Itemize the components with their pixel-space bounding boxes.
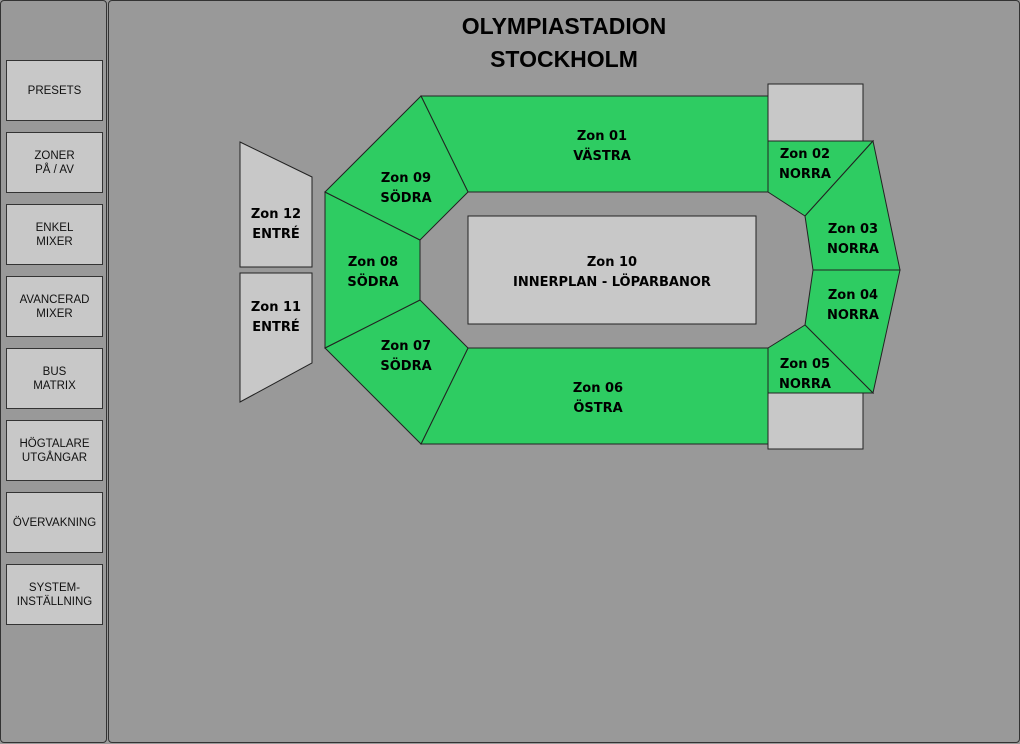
zone-name: Zon 09 [381, 171, 431, 186]
nav-button-3[interactable]: AVANCERAD MIXER [6, 276, 103, 337]
zone-area: NORRA [779, 167, 831, 182]
zone-name: Zon 02 [780, 147, 830, 162]
zone-shape[interactable] [467, 215, 757, 325]
zone-name: Zon 08 [348, 255, 398, 270]
nav-button-6[interactable]: ÖVERVAKNING [6, 492, 103, 553]
zone-name: Zon 12 [251, 207, 301, 222]
zone-02[interactable]: Zon 02 NORRA [767, 140, 875, 217]
zone-06[interactable]: Zon 06 ÖSTRA [420, 347, 769, 445]
zone-name: Zon 05 [780, 357, 830, 372]
zone-04[interactable]: Zon 04 NORRA [804, 269, 901, 394]
zone-03[interactable]: Zon 03 NORRA [804, 139, 901, 271]
nav-button-2[interactable]: ENKEL MIXER [6, 204, 103, 265]
decor-box-bottom [767, 392, 864, 450]
zone-shape[interactable] [420, 95, 769, 193]
zone-11[interactable]: Zon 11 ENTRÉ [239, 272, 313, 403]
zone-name: Zon 04 [828, 288, 878, 303]
zone-area: SÖDRA [347, 274, 398, 290]
zone-shape[interactable] [324, 95, 469, 241]
zone-area: NORRA [827, 242, 879, 257]
zone-shape[interactable] [420, 347, 769, 445]
zone-01[interactable]: Zon 01 VÄSTRA [420, 95, 769, 193]
zone-name: Zon 11 [251, 300, 301, 315]
title-line1: OLYMPIASTADION [461, 13, 667, 39]
zone-12[interactable]: Zon 12 ENTRÉ [239, 141, 313, 268]
zone-area: ENTRÉ [252, 319, 300, 335]
zone-05[interactable]: Zon 05 NORRA [767, 324, 875, 394]
nav-button-7[interactable]: SYSTEM- INSTÄLLNING [6, 564, 103, 625]
zone-09[interactable]: Zon 09 SÖDRA [324, 95, 469, 241]
zone-area: INNERPLAN - LÖPARBANOR [513, 274, 711, 290]
zone-area: ENTRÉ [252, 226, 300, 242]
nav-button-4[interactable]: BUS MATRIX [6, 348, 103, 409]
zone-area: VÄSTRA [573, 148, 631, 164]
zone-shape[interactable] [239, 272, 313, 403]
zone-area: NORRA [779, 377, 831, 392]
zone-area: ÖSTRA [573, 400, 622, 416]
zone-name: Zon 07 [381, 339, 431, 354]
zone-area: SÖDRA [380, 190, 431, 206]
zone-shape[interactable] [239, 141, 313, 268]
zone-name: Zon 03 [828, 222, 878, 237]
nav-button-5[interactable]: HÖGTALARE UTGÅNGAR [6, 420, 103, 481]
nav-button-1[interactable]: ZONER PÅ / AV [6, 132, 103, 193]
zone-area: SÖDRA [380, 358, 431, 374]
nav-button-0[interactable]: PRESETS [6, 60, 103, 121]
decor-box-top [767, 83, 864, 142]
zone-10[interactable]: Zon 10 INNERPLAN - LÖPARBANOR [467, 215, 757, 325]
zone-name: Zon 10 [587, 255, 637, 270]
zone-name: Zon 01 [577, 129, 627, 144]
zone-name: Zon 06 [573, 381, 623, 396]
title-line2: STOCKHOLM [490, 46, 638, 72]
zone-07[interactable]: Zon 07 SÖDRA [324, 299, 469, 445]
zone-08[interactable]: Zon 08 SÖDRA [324, 191, 421, 349]
page-title: OLYMPIASTADION STOCKHOLM [108, 10, 1020, 76]
zone-area: NORRA [827, 308, 879, 323]
